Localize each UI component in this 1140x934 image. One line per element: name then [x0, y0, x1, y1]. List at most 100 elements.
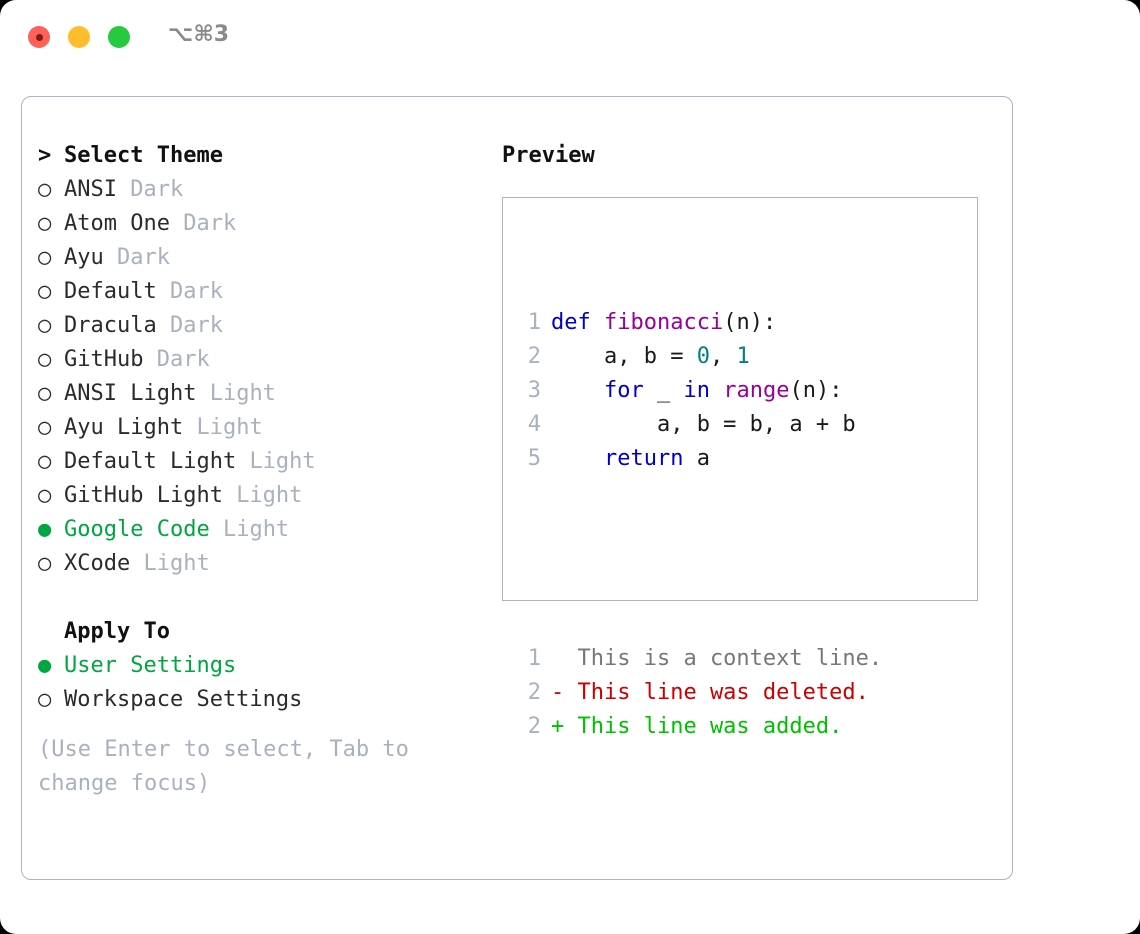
theme-list-item[interactable]: ○ Dracula Dark: [38, 309, 478, 343]
line-number: 5: [527, 446, 541, 471]
radio-unselected-icon: ○: [38, 687, 52, 712]
code-token: a: [683, 446, 710, 471]
line-number: 4: [527, 412, 541, 437]
theme-list-item[interactable]: ●Google Code Light: [38, 513, 478, 547]
apply-to-label: User Settings: [64, 653, 237, 678]
code-token: [710, 378, 723, 403]
theme-name: Ayu Light: [64, 415, 197, 440]
theme-variant: Dark: [130, 177, 184, 202]
code-token: (n):: [723, 310, 777, 335]
theme-name: Atom One: [64, 211, 184, 236]
radio-unselected-icon: ○: [38, 347, 52, 372]
theme-variant: Light: [249, 449, 316, 474]
radio-unselected-icon: ○: [38, 483, 52, 508]
theme-variant: Light: [196, 415, 263, 440]
code-token: _: [643, 378, 684, 403]
select-theme-header: > Select Theme: [38, 139, 478, 173]
theme-variant: Light: [209, 381, 276, 406]
theme-list-item[interactable]: ○Atom One Dark: [38, 207, 478, 241]
diff-line: 1 This is a context line.: [515, 642, 882, 676]
apply-to-item[interactable]: ○ Workspace Settings: [38, 683, 478, 717]
theme-name: XCode: [64, 551, 144, 576]
cursor-caret-icon: >: [38, 143, 52, 168]
radio-unselected-icon: ○: [38, 177, 52, 202]
radio-unselected-icon: ○: [38, 449, 52, 474]
theme-name: Ayu: [64, 245, 117, 270]
code-token: a, b =: [551, 344, 697, 369]
code-token: def: [551, 310, 591, 335]
code-token: return: [603, 446, 684, 471]
apply-to-item[interactable]: ● User Settings: [38, 649, 478, 683]
code-line: 4 a, b = b, a + b: [515, 408, 882, 442]
theme-variant: Dark: [169, 279, 223, 304]
code-token: [551, 378, 604, 403]
radio-unselected-icon: ○: [38, 551, 52, 576]
theme-name: Google Code: [64, 517, 223, 542]
code-token: in: [683, 378, 710, 403]
diff-text: This is a context line.: [551, 646, 883, 671]
line-number: 3: [527, 378, 541, 403]
theme-list: ○ANSI Dark○Atom One Dark○Ayu Dark○Defaul…: [38, 173, 478, 581]
theme-variant: Dark: [169, 313, 223, 338]
theme-list-item[interactable]: ○ ANSI Light Light: [38, 377, 478, 411]
theme-name: ANSI Light: [64, 381, 210, 406]
theme-list-item[interactable]: ○XCode Light: [38, 547, 478, 581]
theme-list-item[interactable]: ○Default Dark: [38, 275, 478, 309]
theme-name: ANSI: [64, 177, 131, 202]
apply-to-header-label: Apply To: [64, 619, 170, 644]
theme-list-item[interactable]: ○GitHub Dark: [38, 343, 478, 377]
radio-selected-icon: ●: [38, 517, 52, 542]
theme-name: Dracula: [64, 313, 170, 338]
window-title: ⌥⌘3: [168, 22, 230, 47]
line-number: 1: [527, 310, 541, 335]
radio-unselected-icon: ○: [38, 279, 52, 304]
theme-name: Default Light: [64, 449, 250, 474]
preview-title: Preview: [502, 143, 595, 168]
radio-unselected-icon: ○: [38, 381, 52, 406]
select-theme-header-label: Select Theme: [64, 143, 223, 168]
code-token: ,: [709, 344, 737, 369]
diff-line: 2+ This line was added.: [515, 710, 882, 744]
code-diff-gap: [515, 544, 882, 574]
radio-selected-icon: ●: [38, 653, 52, 678]
radio-unselected-icon: ○: [38, 415, 52, 440]
keyboard-hint: (Use Enter to select, Tab to change focu…: [38, 737, 409, 796]
diff-sample: 1 This is a context line.2- This line wa…: [515, 642, 882, 744]
code-token: 0: [696, 344, 710, 369]
theme-list-item[interactable]: ○ Default Light Light: [38, 445, 478, 479]
theme-variant: Dark: [183, 211, 237, 236]
code-line: 2 a, b = 0, 1: [515, 340, 882, 374]
code-token: [551, 446, 604, 471]
line-number: 1: [527, 646, 541, 671]
theme-list-item[interactable]: ○ ANSI Dark: [38, 173, 478, 207]
code-token: a, b = b, a + b: [551, 412, 856, 437]
theme-list-item[interactable]: ○GitHub Light Light: [38, 479, 478, 513]
apply-to-label: Workspace Settings: [64, 687, 303, 712]
title-bar: ⌥⌘3: [0, 0, 1140, 78]
diff-text: + This line was added.: [551, 714, 843, 739]
diff-text: - This line was deleted.: [551, 680, 869, 705]
code-token: [591, 310, 604, 335]
apply-to-marker-spacer: [38, 615, 64, 649]
code-token: 1: [736, 344, 750, 369]
code-token: range: [723, 378, 790, 403]
line-number: 2: [527, 344, 541, 369]
apply-to-header: Apply To: [38, 615, 478, 649]
radio-unselected-icon: ○: [38, 313, 52, 338]
diff-line: 2- This line was deleted.: [515, 676, 882, 710]
traffic-light-controls: [28, 26, 130, 48]
theme-list-spacer: [38, 581, 478, 615]
close-button[interactable]: [28, 26, 50, 48]
maximize-button[interactable]: [108, 26, 130, 48]
theme-list-item[interactable]: ○ Ayu Light Light: [38, 411, 478, 445]
minimize-button[interactable]: [68, 26, 90, 48]
radio-unselected-icon: ○: [38, 245, 52, 270]
theme-list-item[interactable]: ○Ayu Dark: [38, 241, 478, 275]
main-panel: >Select Theme ○ANSI Dark○Atom One Dark○A…: [21, 96, 1013, 880]
apply-to-list: ● User Settings ○ Workspace Settings: [38, 649, 478, 717]
